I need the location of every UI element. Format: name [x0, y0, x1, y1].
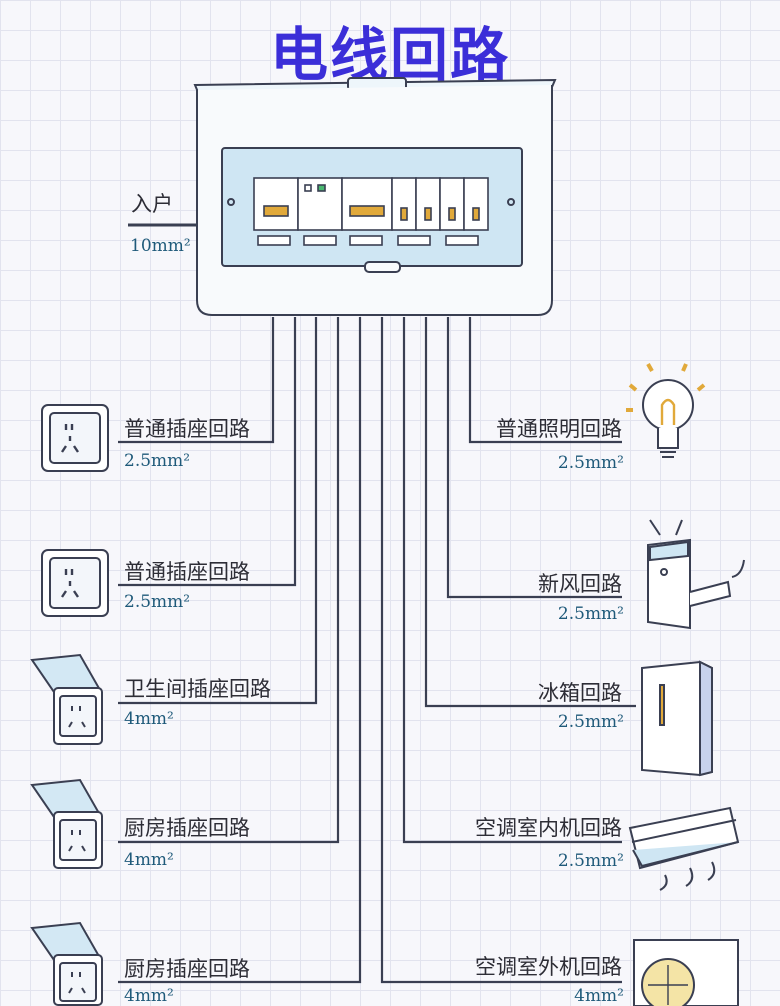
fresh-air-unit-icon	[647, 519, 745, 630]
splash-proof-socket-icon	[30, 653, 103, 745]
wire-right-3	[424, 317, 636, 708]
wire-left-5	[118, 317, 362, 984]
left-circuit-5-spec: 4mm²	[124, 986, 174, 1006]
right-circuit-1-label: 普通照明回路	[496, 417, 622, 441]
right-circuit-4-spec: 2.5mm²	[557, 851, 624, 871]
right-circuit-4-label: 空调室内机回路	[475, 816, 622, 840]
circuit-breakers	[253, 177, 489, 246]
wire-left-1	[118, 317, 275, 444]
socket-icon	[41, 549, 109, 617]
left-circuit-4-label: 厨房插座回路	[124, 816, 250, 840]
wire-right-2	[446, 317, 622, 599]
wire-right-5	[380, 317, 622, 984]
incoming-label: 入户	[131, 192, 173, 216]
left-circuit-1-spec: 2.5mm²	[124, 451, 191, 471]
right-circuit-5-spec: 4mm²	[574, 986, 624, 1006]
right-circuit-1-spec: 2.5mm²	[557, 453, 624, 473]
wire-left-2	[118, 317, 297, 587]
wire-right-1	[468, 317, 622, 444]
left-circuit-5-label: 厨房插座回路	[124, 957, 250, 981]
left-circuit-2-label: 普通插座回路	[124, 560, 250, 584]
incoming-spec: 10mm²	[130, 236, 191, 256]
socket-icon	[41, 404, 109, 472]
wire-left-4	[118, 317, 340, 844]
wires	[118, 317, 636, 984]
light-bulb-icon	[626, 363, 706, 458]
left-circuit-2-spec: 2.5mm²	[124, 592, 191, 612]
left-circuit-4-spec: 4mm²	[124, 850, 174, 870]
splash-proof-socket-icon	[30, 921, 103, 1006]
right-circuit-3-spec: 2.5mm²	[557, 712, 624, 732]
splash-proof-socket-icon	[30, 778, 103, 869]
right-circuit-2-label: 新风回路	[538, 572, 622, 596]
ac-outdoor-unit-icon	[633, 939, 739, 1006]
refrigerator-icon	[641, 660, 713, 777]
wire-right-4	[402, 317, 622, 844]
right-circuit-5-label: 空调室外机回路	[475, 955, 622, 979]
right-circuit-2-spec: 2.5mm²	[557, 604, 624, 624]
right-circuit-3-label: 冰箱回路	[538, 681, 622, 705]
wire-left-3	[118, 317, 318, 705]
ac-indoor-unit-icon	[628, 806, 740, 891]
left-circuit-1-label: 普通插座回路	[124, 417, 250, 441]
left-circuit-3-label: 卫生间插座回路	[124, 677, 271, 701]
left-circuit-3-spec: 4mm²	[124, 709, 174, 729]
